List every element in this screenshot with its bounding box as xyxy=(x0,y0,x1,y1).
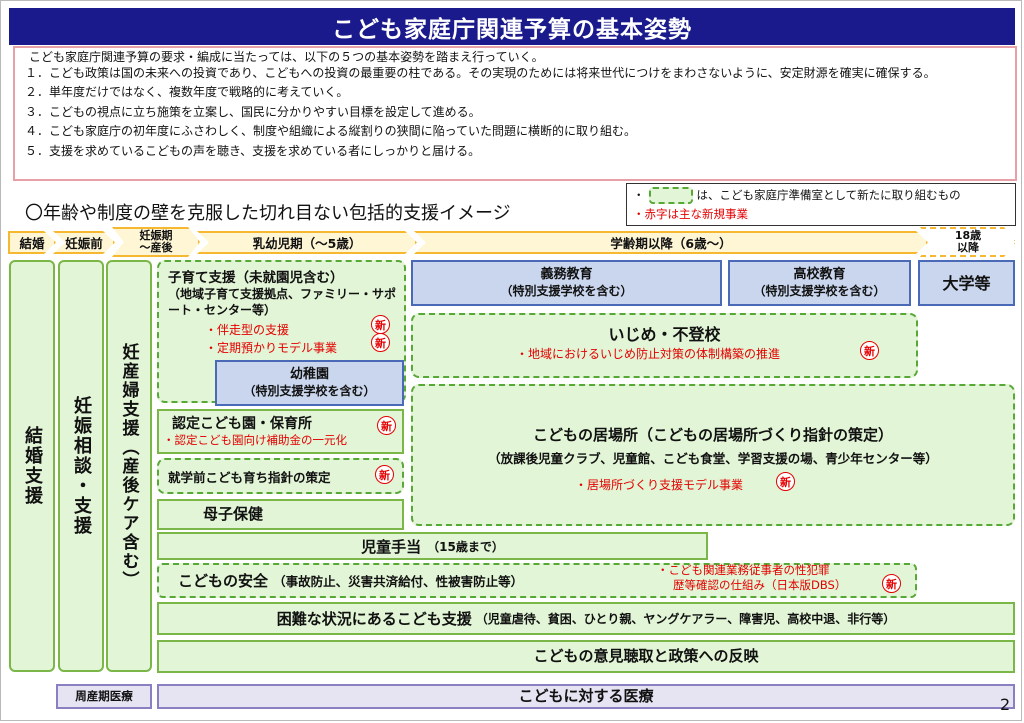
child-allowance-box: 児童手当 （15歳まで） xyxy=(157,532,708,560)
stage-infant: 乳幼児期（～5歳） xyxy=(197,231,417,254)
marriage-support-bar: 結婚支援 xyxy=(9,260,55,672)
new-mark-icon: 新 xyxy=(377,416,396,435)
perinatal-medical-box: 周産期医療 xyxy=(56,684,152,709)
ibasho-subtitle: （放課後児童クラブ、児童館、こども食堂、学習支援の場、青少年センター等） xyxy=(488,451,938,466)
pregnancy-consult-bar: 妊娠相談・支援 xyxy=(58,260,104,672)
stage-perinatal: 妊娠期 ～産後 xyxy=(112,227,200,257)
principle-item: ３．こどもの視点に立ち施策を立案し、国民に分かりやすい目標を設定して進める。 xyxy=(25,104,481,119)
highschool-education-subtitle: （特別支援学校を含む） xyxy=(753,284,886,298)
stage-pregnancy: 妊娠前 xyxy=(53,231,115,254)
image-heading: 〇年齢や制度の壁を克服した切れ目ない包括的支援イメージ xyxy=(25,203,511,224)
ibasho-title: こどもの居場所（こどもの居場所づくり指針の策定） xyxy=(532,426,893,444)
childcare-support-subtitle: （地域子育て支援拠点、ファミリー・サポート・センター等） xyxy=(168,287,397,317)
regular-care-model-text: ・定期預かりモデル事業 xyxy=(205,341,338,355)
university-box: 大学等 xyxy=(918,260,1015,306)
bullying-prevention-text: ・地域におけるいじめ防止対策の体制構築の推進 xyxy=(516,347,781,361)
companion-support-text: ・伴走型の支援 xyxy=(205,323,290,337)
certified-nursery-box xyxy=(157,409,404,454)
certified-subsidy-text: ・認定こども園向け補助金の一元化 xyxy=(163,433,347,447)
dbs-line-2: 歴等確認の仕組み（日本版DBS） xyxy=(673,578,847,592)
child-allowance-note: （15歳まで） xyxy=(427,539,504,554)
compulsory-education-subtitle: （特別支援学校を含む） xyxy=(500,284,633,298)
bullying-box xyxy=(411,313,918,378)
certified-nursery-title: 認定こども園・保育所 xyxy=(172,416,312,432)
new-mark-icon: 新 xyxy=(776,472,795,491)
ibasho-model-text: ・居場所づくり支援モデル事業 xyxy=(575,478,744,492)
legend-swatch-text: は、こども家庭庁準備室として新たに取り組むもの xyxy=(696,188,961,202)
stage-adult: 18歳 以降 xyxy=(920,227,1016,257)
dbs-text: ・こども関連業務従事者の性犯罪 歴等確認の仕組み（日本版DBS） xyxy=(657,563,846,593)
child-allowance-title: 児童手当 xyxy=(361,537,422,556)
new-mark-icon: 新 xyxy=(375,465,394,484)
compulsory-education-box: 義務教育 （特別支援学校を含む） xyxy=(411,260,722,306)
dbs-line-1: ・こども関連業務従事者の性犯罪 xyxy=(657,563,830,577)
principle-item: １．こども政策は国の未来への投資であり、こどもへの投資の最重要の柱である。その実… xyxy=(25,65,936,80)
kindergarten-subtitle: （特別支援学校を含む） xyxy=(243,384,376,398)
legend-red-text: ・赤字は主な新規事業 xyxy=(633,207,748,221)
maternal-child-health-box: 母子保健 xyxy=(157,499,404,530)
legend-line-1: ・ は、こども家庭庁準備室として新たに取り組むもの xyxy=(633,186,1009,205)
stage-school: 学齢期以降（6歳～） xyxy=(414,231,928,254)
maternal-support-bar: 妊産婦支援（産後ケア含む） xyxy=(106,260,152,672)
new-mark-icon: 新 xyxy=(371,315,390,334)
highschool-education-title: 高校教育 xyxy=(793,267,846,282)
highschool-education-box: 高校教育 （特別支援学校を含む） xyxy=(728,260,911,306)
difficult-circumstances-box: 困難な状況にあるこども支援 （児童虐待、貧困、ひとり親、ヤングケアラー、障害児、… xyxy=(157,602,1015,635)
principles-list: １．こども政策は国の未来への投資であり、こどもへの投資の最重要の柱である。その実… xyxy=(25,66,1015,160)
principle-item: ５．支援を求めているこどもの声を聴き、支援を求めている者にしっかりと届ける。 xyxy=(25,143,481,158)
principle-item: ４．こども家庭庁の初年度にふさわしく、制度や組織による縦割りの狭間に陥っていた問… xyxy=(25,124,637,138)
difficult-circumstances-detail: （児童虐待、貧困、ひとり親、ヤングケアラー、障害児、高校中退、非行等） xyxy=(475,612,896,626)
child-safety-box xyxy=(157,563,917,598)
page-number: 2 xyxy=(1000,695,1011,714)
principles-intro: こども家庭庁関連予算の要求・編成に当たっては、以下の５つの基本姿勢を踏まえ行って… xyxy=(29,50,544,64)
difficult-circumstances-title: 困難な状況にあるこども支援 xyxy=(276,610,472,628)
child-safety-title: こどもの安全 xyxy=(178,572,269,590)
principles-box: こども家庭庁関連予算の要求・編成に当たっては、以下の５つの基本姿勢を踏まえ行って… xyxy=(13,46,1017,181)
new-initiative-swatch xyxy=(648,187,693,204)
child-safety-detail: （事故防止、災害共済給付、性被害防止等） xyxy=(273,574,524,589)
bullying-title: いじめ・不登校 xyxy=(608,325,721,344)
legend: ・ は、こども家庭庁準備室として新たに取り組むもの ・赤字は主な新規事業 xyxy=(626,183,1016,226)
child-medical-box: こどもに対する医療 xyxy=(157,684,1015,709)
new-mark-icon: 新 xyxy=(882,574,901,593)
child-safety-line: こどもの安全 （事故防止、災害共済給付、性被害防止等） xyxy=(178,570,523,591)
new-mark-icon: 新 xyxy=(371,333,390,352)
kindergarten-box: 幼稚園 （特別支援学校を含む） xyxy=(215,360,404,406)
preschool-guideline-text: 就学前こども育ち指針の策定 xyxy=(168,470,331,485)
kindergarten-title: 幼稚園 xyxy=(289,367,329,382)
preschool-guideline-box xyxy=(157,458,404,494)
new-mark-icon: 新 xyxy=(860,341,879,360)
compulsory-education-title: 義務教育 xyxy=(540,267,593,282)
stage-marriage: 結婚 xyxy=(8,231,56,254)
principle-item: ２．単年度だけではなく、複数年度で戦略的に考えていく。 xyxy=(25,85,349,99)
ibasho-box xyxy=(411,384,1015,526)
page-title: こども家庭庁関連予算の基本姿勢 xyxy=(9,8,1015,45)
legend-bullet: ・ xyxy=(633,188,645,202)
child-voice-box: こどもの意見聴取と政策への反映 xyxy=(157,640,1015,673)
childcare-support-title: 子育て支援（未就園児含む） xyxy=(168,270,344,286)
